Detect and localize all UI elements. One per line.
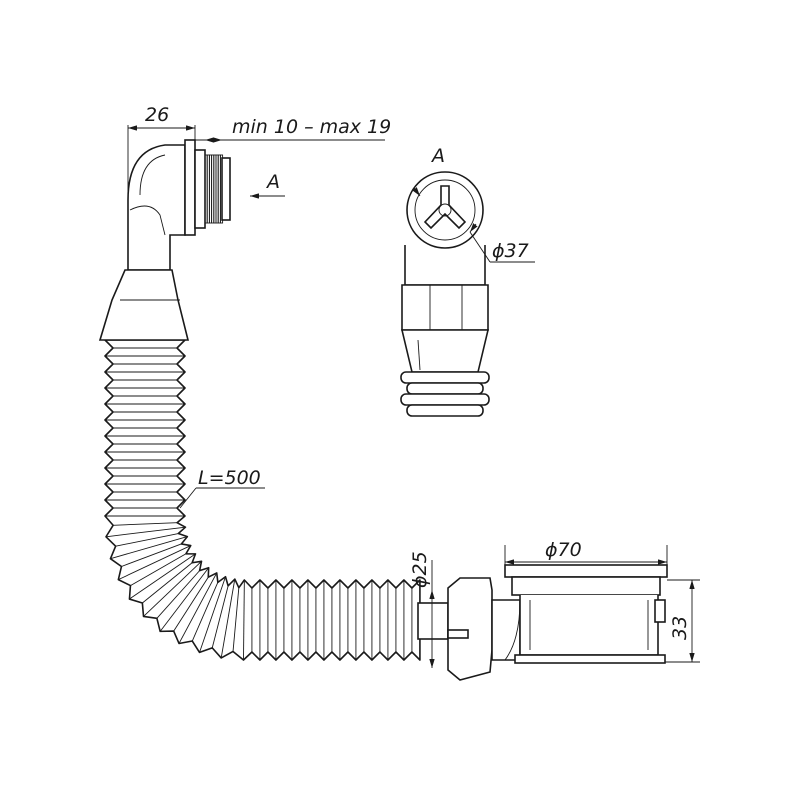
outlet-diameter-label: ϕ25 xyxy=(409,551,431,588)
hose-rib xyxy=(211,585,229,648)
hose-rib xyxy=(105,526,186,538)
hose-rib xyxy=(178,572,218,644)
view-a-label: A xyxy=(430,145,445,167)
hose-rib xyxy=(115,533,179,547)
hose-rib xyxy=(129,553,196,600)
hose-rib xyxy=(243,579,245,660)
bellows-ring xyxy=(406,404,484,417)
elbow-depth-label: 26 xyxy=(145,104,169,126)
hose-rib xyxy=(110,536,188,560)
drain-diameter-label: ϕ70 xyxy=(545,539,582,561)
overflow-thread xyxy=(204,154,224,224)
hose-rib xyxy=(199,576,226,653)
drain-height-label: 33 xyxy=(669,616,691,640)
drain-nut xyxy=(417,577,521,681)
hose-rib xyxy=(191,582,219,642)
dimension-lines xyxy=(127,125,700,668)
hose-rib xyxy=(159,567,210,632)
hose-rib xyxy=(121,543,182,567)
overflow-elbow xyxy=(98,139,231,341)
bellows-ring xyxy=(400,393,490,406)
hose-rib xyxy=(142,562,193,604)
hose-rib xyxy=(220,579,236,659)
thread-range-label: min 10 – max 19 xyxy=(232,116,391,138)
hose-rib xyxy=(143,561,202,617)
overflow-diameter-label: ϕ37 xyxy=(492,240,529,262)
bellows-ring xyxy=(400,371,490,384)
view-a-overflow xyxy=(400,171,490,417)
hose-rib xyxy=(113,522,178,526)
view-arrow-label: A xyxy=(265,171,280,193)
drain-body xyxy=(504,564,668,664)
corrugated-hose xyxy=(104,339,421,661)
view-a-bellows xyxy=(400,371,490,417)
hose-rib xyxy=(118,545,191,581)
hose-rib xyxy=(130,553,187,586)
hose-length-label: L=500 xyxy=(198,467,261,489)
bellows-ring xyxy=(406,382,484,395)
hose-rib xyxy=(156,570,200,619)
hose-rib xyxy=(232,587,240,652)
hose-rib xyxy=(173,576,209,632)
